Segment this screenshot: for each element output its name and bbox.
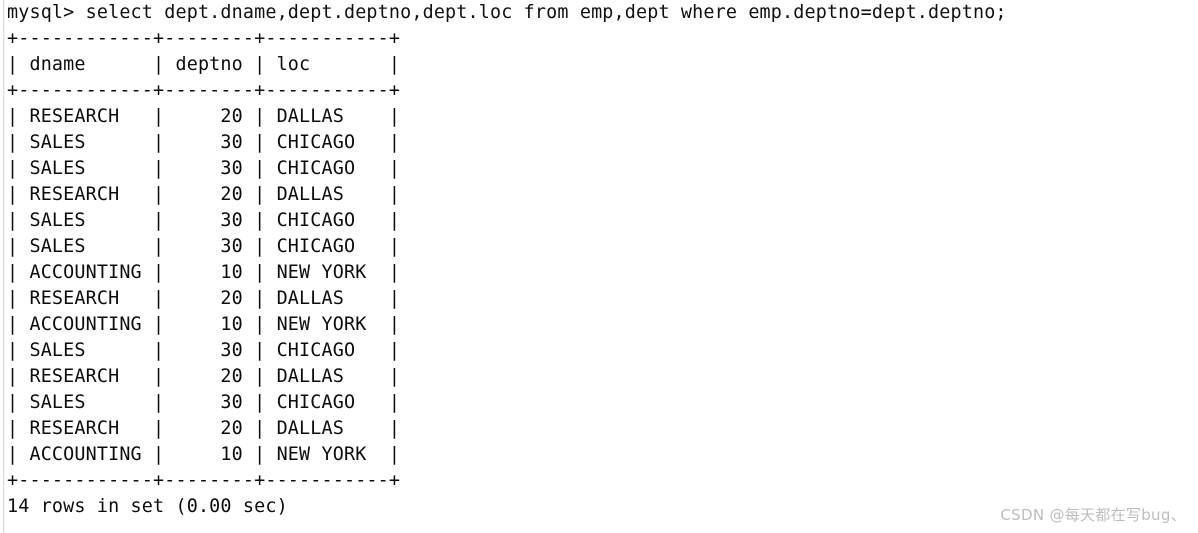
table-row: | SALES | 30 | CHICAGO |: [7, 392, 401, 413]
table-row: | ACCOUNTING | 10 | NEW YORK |: [7, 262, 401, 283]
table-row: | SALES | 30 | CHICAGO |: [7, 210, 401, 231]
table-row: | SALES | 30 | CHICAGO |: [7, 236, 401, 257]
csdn-watermark: CSDN @每天都在写bug、: [1000, 506, 1186, 524]
table-row: | SALES | 30 | CHICAGO |: [7, 158, 401, 179]
panel-left-border-highlight: [4, 0, 5, 533]
table-row: | RESEARCH | 20 | DALLAS |: [7, 418, 401, 439]
panel-left-border: [3, 0, 4, 533]
table-row: | RESEARCH | 20 | DALLAS |: [7, 288, 401, 309]
table-row: | RESEARCH | 20 | DALLAS |: [7, 184, 401, 205]
table-bottom-border: +------------+--------+-----------+: [7, 470, 401, 491]
table-header-separator: +------------+--------+-----------+: [7, 80, 401, 101]
table-header-row: | dname | deptno | loc |: [7, 54, 401, 75]
table-row: | RESEARCH | 20 | DALLAS |: [7, 106, 401, 127]
mysql-terminal-output[interactable]: mysql> select dept.dname,dept.deptno,dep…: [7, 0, 1192, 520]
table-row: | ACCOUNTING | 10 | NEW YORK |: [7, 444, 401, 465]
result-status-line: 14 rows in set (0.00 sec): [7, 496, 288, 517]
table-top-border: +------------+--------+-----------+: [7, 28, 401, 49]
table-row: | ACCOUNTING | 10 | NEW YORK |: [7, 314, 401, 335]
table-row: | RESEARCH | 20 | DALLAS |: [7, 366, 401, 387]
command-line: mysql> select dept.dname,dept.deptno,dep…: [7, 2, 1007, 23]
table-row: | SALES | 30 | CHICAGO |: [7, 132, 401, 153]
table-row: | SALES | 30 | CHICAGO |: [7, 340, 401, 361]
